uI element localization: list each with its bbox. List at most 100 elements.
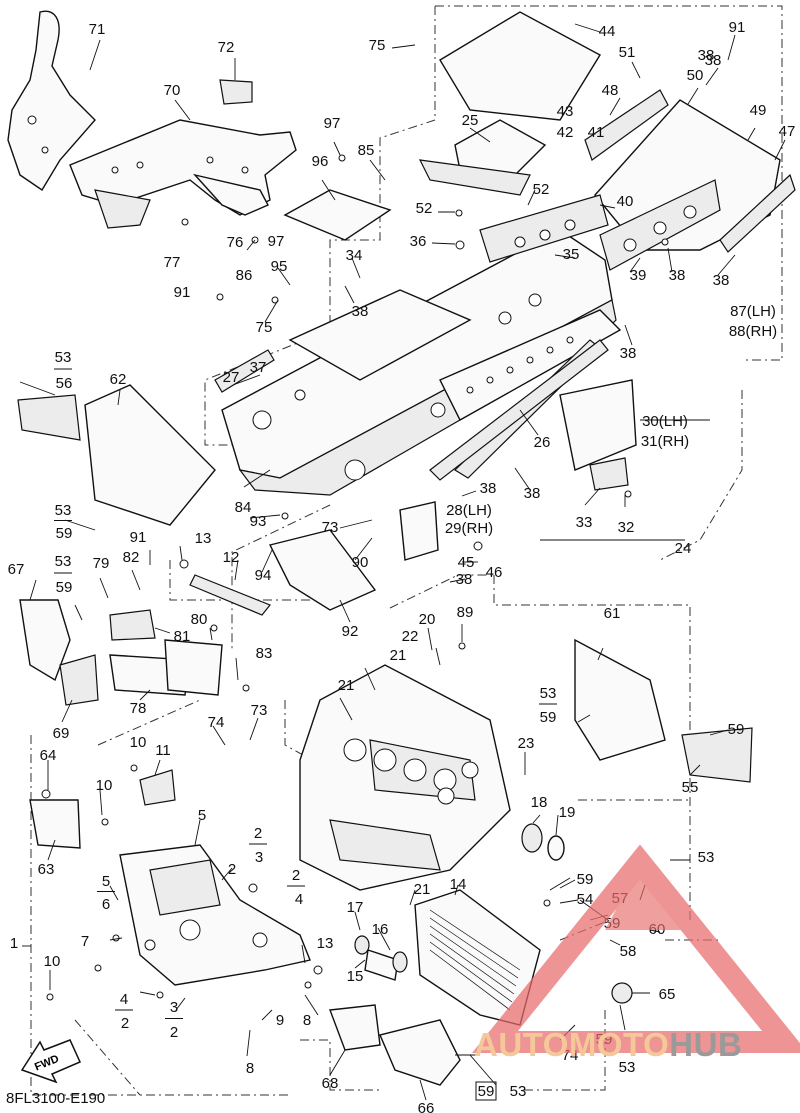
part-small-rounds: [354, 823, 633, 1004]
callout-4: 4: [120, 991, 128, 1008]
callout-64: 64: [40, 747, 57, 764]
callout-5: 5: [198, 807, 206, 824]
callout-53: 53: [510, 1083, 527, 1100]
callout-32: 32: [618, 519, 635, 536]
bracket-55: [681, 727, 753, 783]
callout-2: 2: [254, 825, 262, 842]
callout-53: 53: [540, 685, 557, 702]
callout-21: 21: [390, 647, 407, 664]
callout-53: 53: [55, 349, 72, 366]
callout-59: 59: [728, 721, 745, 738]
callout-37: 37: [250, 359, 267, 376]
callout-39: 39: [630, 267, 647, 284]
callout-93: 93: [250, 513, 267, 530]
callout-95: 95: [271, 258, 288, 275]
callout-9: 9: [276, 1012, 284, 1029]
callout-labels: 1222223344556788910101011121313141516171…: [8, 19, 796, 1113]
bracket-56: [17, 394, 81, 441]
callout-42: 42: [557, 124, 574, 141]
callout-38: 38: [480, 480, 497, 497]
bolt-glyphs: [41, 154, 669, 1001]
callout-73: 73: [322, 519, 339, 536]
callout-84: 84: [235, 499, 252, 516]
callout-38: 38: [620, 345, 637, 362]
callout-40: 40: [617, 193, 634, 210]
callout-97: 97: [324, 115, 341, 132]
callout-29rh: 29(RH): [445, 520, 493, 537]
callout-21: 21: [414, 881, 431, 898]
callout-2: 2: [121, 1015, 129, 1032]
bracket-61: [574, 638, 666, 761]
bracket-63: [29, 799, 81, 849]
callout-22: 22: [402, 628, 419, 645]
callout-14: 14: [450, 876, 467, 893]
part-brackets: [17, 189, 753, 783]
callout-91: 91: [174, 284, 191, 301]
callout-1: 1: [10, 935, 18, 952]
bracket-81: [109, 609, 156, 641]
part-front-mount: [119, 844, 311, 986]
callout-56: 56: [56, 375, 73, 392]
callout-81: 81: [174, 628, 191, 645]
callout-26: 26: [534, 434, 551, 451]
callout-72: 72: [218, 39, 235, 56]
plate-92: [268, 529, 377, 611]
part-left-brackets: [19, 574, 271, 849]
callout-97: 97: [268, 233, 285, 250]
callout-80: 80: [191, 611, 208, 628]
callout-88rh: 88(RH): [729, 323, 777, 340]
bracket-69: [59, 654, 99, 706]
callout-2: 2: [228, 861, 236, 878]
callout-17: 17: [347, 899, 364, 916]
callout-44: 44: [599, 23, 616, 40]
callout-51: 51: [619, 44, 636, 61]
callout-46: 46: [486, 564, 503, 581]
callout-25: 25: [462, 112, 479, 129]
plate-33: [589, 457, 629, 491]
callout-85: 85: [358, 142, 375, 159]
part-rear-top-plate: [418, 11, 601, 196]
callout-59: 59: [56, 579, 73, 596]
watermark-text-part1: AUTOMOTO: [474, 1026, 670, 1063]
callout-61: 61: [604, 605, 621, 622]
cover-66: [379, 1019, 461, 1086]
callout-8: 8: [246, 1060, 254, 1077]
callout-59: 59: [478, 1083, 495, 1100]
callout-2: 2: [292, 867, 300, 884]
callout-24: 24: [675, 540, 692, 557]
callout-45: 45: [458, 554, 475, 571]
callout-63: 63: [38, 861, 55, 878]
fwd-arrow-icon: FWD: [20, 1039, 81, 1084]
callout-66: 66: [418, 1100, 435, 1113]
callout-77: 77: [164, 254, 181, 271]
callout-82: 82: [123, 549, 140, 566]
callout-38: 38: [698, 47, 715, 64]
callout-94: 94: [255, 567, 272, 584]
callout-3: 3: [170, 999, 178, 1016]
callout-52: 52: [533, 181, 550, 198]
callout-31rh: 31(RH): [641, 433, 689, 450]
callout-54: 54: [577, 891, 594, 908]
callout-53: 53: [698, 849, 715, 866]
callout-6: 6: [102, 896, 110, 913]
callout-23: 23: [518, 735, 535, 752]
rail-27: [214, 349, 275, 393]
callout-50: 50: [687, 67, 704, 84]
part-front-frame: [299, 664, 511, 891]
callout-87lh: 87(LH): [730, 303, 776, 320]
circlip-19: [547, 835, 565, 861]
callout-38: 38: [669, 267, 686, 284]
plate-28-29: [399, 501, 439, 561]
callout-16: 16: [372, 921, 389, 938]
collar-17: [354, 935, 370, 955]
callout-13: 13: [195, 530, 212, 547]
callout-74: 74: [208, 714, 225, 731]
callout-90: 90: [352, 554, 369, 571]
callout-7: 7: [81, 933, 89, 950]
part-lower-covers: [329, 1004, 461, 1086]
callout-8: 8: [303, 1012, 311, 1029]
collar-16: [392, 951, 408, 973]
bracket-12: [189, 574, 271, 616]
callout-67: 67: [8, 561, 25, 578]
